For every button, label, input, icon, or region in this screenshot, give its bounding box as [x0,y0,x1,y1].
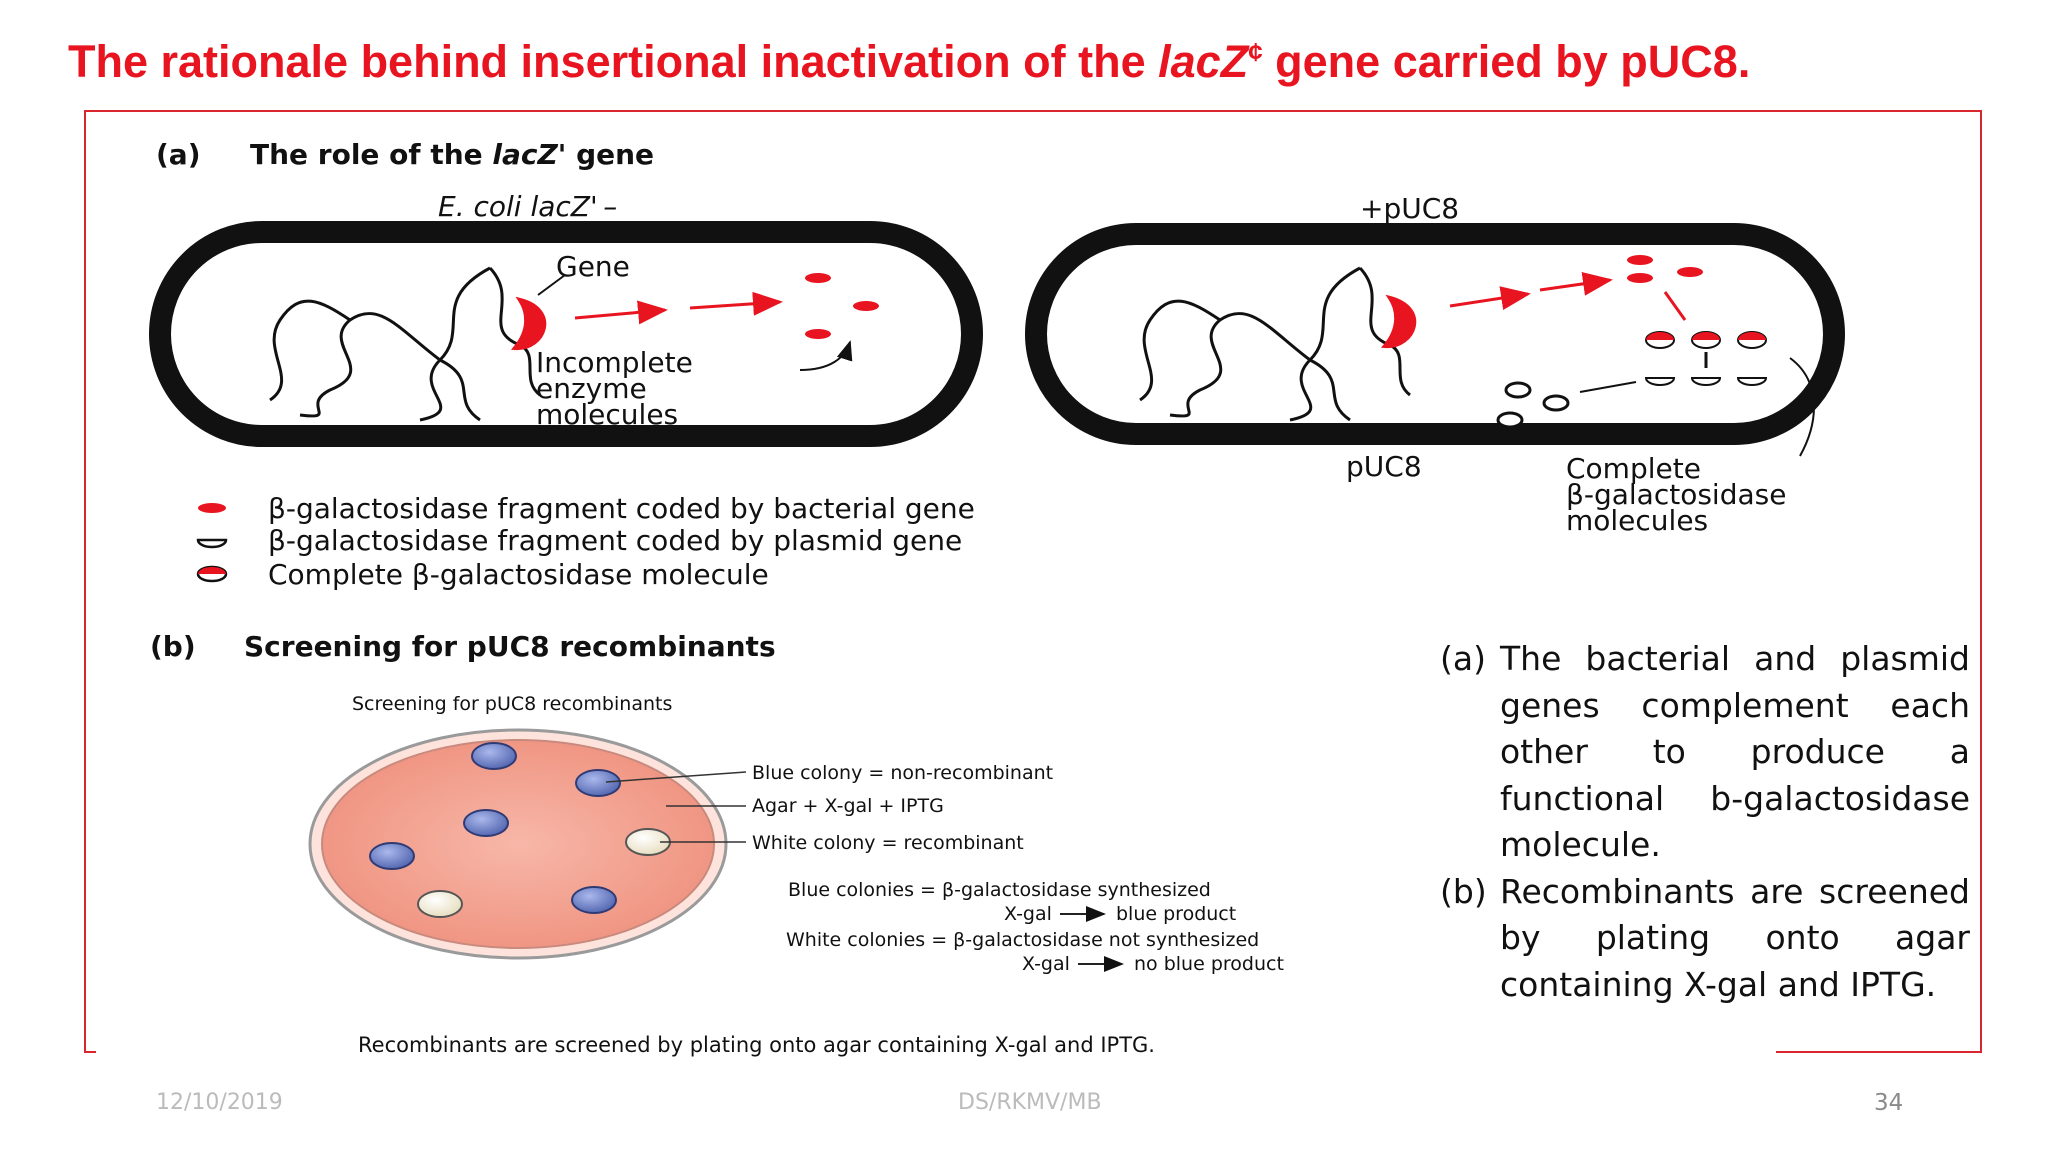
fragment-red [805,273,831,283]
figure-caption: Recombinants are screened by plating ont… [358,1033,1155,1057]
white-colonies [417,828,671,918]
blue-colony [571,886,617,914]
figure-frame-corner-right [1776,1051,1982,1053]
plasmid-circle [1496,411,1524,429]
plasmid-circle [1504,381,1532,399]
page-number: 34 [1874,1090,1904,1116]
explanation-a-label: (a) [1440,639,1486,678]
footer-date: 12/10/2019 [156,1090,283,1115]
legend-bacterial-icon [198,503,226,513]
explanation-a: (a) The bacterial and plasmid genes comp… [1440,636,1970,869]
left-chromosome [269,266,542,422]
legend-item: Complete β-galactosidase molecule [268,558,769,591]
fragment-red [853,301,879,311]
fragment-red [805,329,831,339]
figure-frame [84,110,1982,1053]
fig-a-heading: The role of the lacZ' gene [250,138,654,171]
plate-title: Screening for pUC8 recombinants [352,693,672,715]
svg-text:blue product: blue product [1116,903,1236,925]
svg-text:enzyme: enzyme [536,372,647,405]
complete-molecules [1645,331,1767,349]
fig-a-label: (a) [156,138,201,171]
blue-result-line1: Blue colonies = β-galactosidase synthesi… [788,879,1211,901]
blue-colony [463,809,509,837]
fig-b-heading: Screening for pUC8 recombinants [244,630,776,663]
explanation-a-text: The bacterial and plasmid genes compleme… [1500,639,1970,864]
legend-plasmid-icon [196,538,228,549]
white-colony [417,890,463,918]
label-agar: Agar + X-gal + IPTG [752,795,944,817]
svg-text:molecules: molecules [536,398,678,431]
svg-text:no blue product: no blue product [1134,953,1284,975]
plasmid-label: pUC8 [1346,450,1422,483]
explanation-b-label: (b) [1440,871,1487,911]
right-cell-membrane [1025,223,1845,445]
footer-center: DS/RKMV/MB [958,1090,1102,1115]
left-gene-mark [510,296,547,351]
white-result-line1: White colonies = β-galactosidase not syn… [786,929,1259,951]
fig-b-label: (b) [150,630,196,663]
blue-result-line2: X-gal [1004,903,1052,925]
blue-colony [369,842,415,870]
explanation-b: (b) Recombinants are screened by plating… [1440,869,1970,1009]
complete-label: Complete [1566,452,1701,485]
label-white-colony: White colony = recombinant [752,832,1024,854]
svg-text:molecules: molecules [1566,504,1708,537]
white-result-line2: X-gal [1022,953,1070,975]
plasmid-circle [1542,394,1570,412]
right-cell-label: +pUC8 [1360,192,1459,225]
gene-label: Gene [556,250,630,283]
explanation-b-text: Recombinants are screened by plating ont… [1500,871,1970,1004]
blue-colonies [369,742,621,914]
blue-colony [575,769,621,797]
legend-item: β-galactosidase fragment coded by plasmi… [268,524,962,557]
incomplete-label: Incomplete [536,346,693,379]
slide-title: The rationale behind insertional inactiv… [68,36,1751,87]
figure-frame-corner-left [84,1051,96,1053]
svg-text:β-galactosidase: β-galactosidase [1566,478,1786,511]
blue-colony [471,742,517,770]
side-explanation: (a) The bacterial and plasmid genes comp… [1440,636,1970,1008]
left-cell-membrane [149,221,983,447]
label-blue-colony: Blue colony = non-recombinant [752,762,1053,784]
right-chromosome [1139,266,1412,422]
legend-item: β-galactosidase fragment coded by bacter… [268,492,975,525]
left-cell-label: E. coli lacZ' – [438,190,617,223]
right-gene-mark [1380,294,1417,349]
plasmid-fragments [1644,377,1768,386]
